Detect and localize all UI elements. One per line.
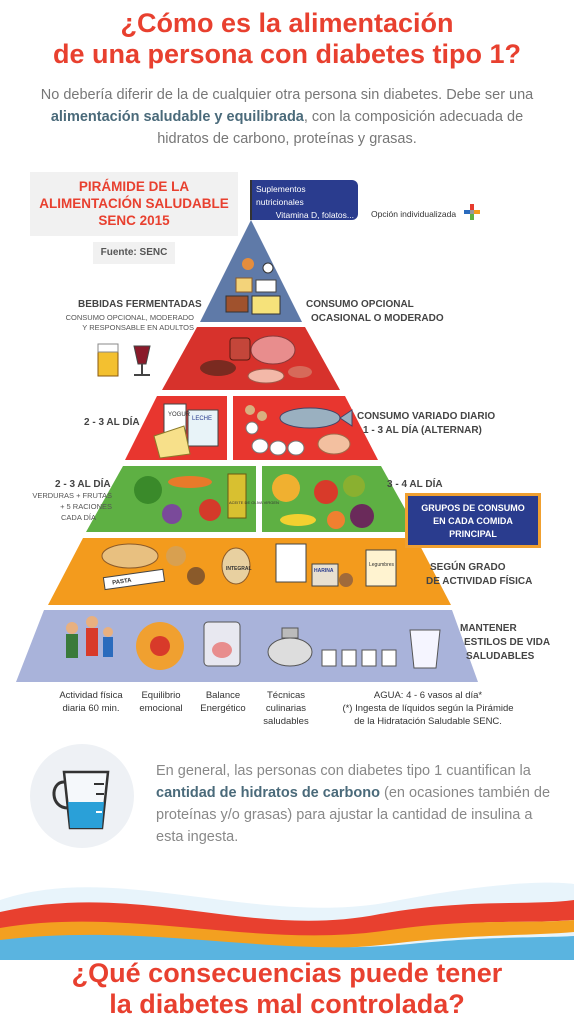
flag-line-1: Suplementos nutricionales [256, 184, 306, 207]
optional-consumption-1: CONSUMO OPCIONAL [306, 299, 414, 310]
footer-title-2: la diabetes mal controlada? [109, 989, 465, 1019]
pyramid-tier-base [16, 610, 478, 682]
pyramid-tier-meat [162, 327, 340, 390]
varied-consumption-1: CONSUMO VARIADO DIARIO [357, 411, 496, 422]
dairy-frequency: 2 - 3 AL DÍA [84, 417, 140, 428]
title-line-1: ¿Cómo es la alimentación [120, 8, 454, 38]
fermented-sub-2: Y RESPONSABLE EN ADULTOS [82, 323, 194, 332]
beer-icon [97, 343, 119, 377]
decorative-waves [0, 882, 574, 960]
varied-consumption-2: 1 - 3 AL DÍA (ALTERNAR) [363, 425, 482, 436]
optional-consumption-2: OCASIONAL O MODERADO [311, 313, 444, 324]
page-title: ¿Cómo es la alimentación de una persona … [0, 8, 574, 70]
fermented-label: BEBIDAS FERMENTADAS [78, 299, 202, 310]
pasta-label: PASTA [112, 578, 133, 587]
veg-sub-3: CADA DÍA [60, 513, 96, 522]
pyramid-title-2: ALIMENTACIÓN SALUDABLE [39, 196, 229, 211]
water-label: AGUA: 4 - 6 vasos al día* (*) Ingesta de… [342, 690, 514, 727]
lifestyle-2: ESTILOS DE VIDA [464, 637, 551, 648]
pyramid-title-3: SENC 2015 [98, 213, 170, 228]
yogur-label: YOGUR [168, 412, 191, 418]
energy-label: Balance Energético [200, 690, 246, 714]
fruit-icon [272, 474, 374, 529]
cereals-icon [101, 543, 397, 591]
plus-icon [464, 204, 480, 220]
activity-grade-2: DE ACTIVIDAD FÍSICA [426, 576, 533, 587]
activity-label: Actividad física diaria 60 min. [59, 690, 123, 714]
supplements-flag: Suplementos nutricionales Vitamina D, fo… [252, 180, 358, 220]
main-groups-box: GRUPOS DE CONSUMO EN CADA COMIDA PRINCIP… [405, 493, 541, 548]
footer-title-1: ¿Qué consecuencias puede tener [71, 958, 503, 988]
title-line-2: de una persona con diabetes tipo 1? [52, 39, 522, 69]
integral-label: INTEGRAL [226, 566, 252, 572]
fermented-sub-1: CONSUMO OPCIONAL, MODERADO [65, 313, 194, 322]
flag-pole [250, 180, 252, 220]
leche-label: LECHE [192, 416, 212, 422]
fish-egg-icon [245, 405, 353, 456]
measuring-cup-icon [52, 770, 110, 830]
fruit-frequency: 3 - 4 AL DÍA [387, 479, 443, 490]
aceite-label: ACEITE DE OLIVA VIRGEN [229, 500, 279, 505]
sweets-icon [225, 258, 281, 315]
carbs-text-2: (en ocasiones también de proteínas y/o g… [156, 785, 551, 845]
groups-line-1: GRUPOS DE CONSUMO [421, 503, 525, 513]
intro-text-2: , con la composición adecuada de hidrato… [157, 109, 524, 147]
activity-grade-1: SEGÚN GRADO [430, 562, 506, 573]
meat-icon [200, 335, 312, 384]
optional-label: Opción individualizada [371, 209, 457, 219]
intro-text-1: No debería diferir de la de cualquier ot… [40, 87, 534, 103]
vegetables-icon [134, 473, 247, 524]
emotional-label: Equilibrio emocional [139, 690, 183, 714]
pyramid-title-1: PIRÁMIDE DE LA [78, 179, 190, 194]
carbs-bold: cantidad de hidratos de carbono [156, 785, 380, 801]
legumbres-label: Legumbres [369, 562, 395, 568]
wine-icon [133, 345, 151, 376]
veg-sub-1: VERDURAS + FRUTAS [32, 491, 112, 500]
lifestyle-icons [66, 616, 441, 670]
vegetables-frequency: 2 - 3 AL DÍA [55, 479, 111, 490]
veg-sub-2: + 5 RACIONES [60, 502, 112, 511]
carbs-text-1: En general, las personas con diabetes ti… [156, 763, 531, 779]
intro-paragraph: No debería diferir de la de cualquier ot… [30, 84, 544, 150]
intro-bold: alimentación saludable y equilibrada [50, 109, 304, 125]
source-label: Fuente: SENC [93, 242, 175, 264]
culinary-label: Técnicas culinarias saludables [263, 690, 309, 727]
flag-line-2: Vitamina D, folatos... [275, 210, 354, 220]
carbs-paragraph: En general, las personas con diabetes ti… [156, 760, 551, 848]
pyramid-graphic: YOGUR LECHE ACEITE DE OLIVA VIRGEN [16, 220, 478, 682]
groups-line-3: PRINCIPAL [449, 529, 497, 539]
lifestyle-3: SALUDABLES [466, 651, 535, 662]
footer-title: ¿Qué consecuencias puede tener la diabet… [0, 958, 574, 1020]
pyramid-tier-top [200, 220, 302, 322]
dairy-icon [153, 403, 219, 459]
harina-label: HARINA [314, 568, 334, 574]
groups-line-2: EN CADA COMIDA [433, 516, 513, 526]
lifestyle-1: MANTENER [460, 623, 517, 634]
pyramid-title-box: PIRÁMIDE DE LA ALIMENTACIÓN SALUDABLE SE… [30, 172, 238, 236]
